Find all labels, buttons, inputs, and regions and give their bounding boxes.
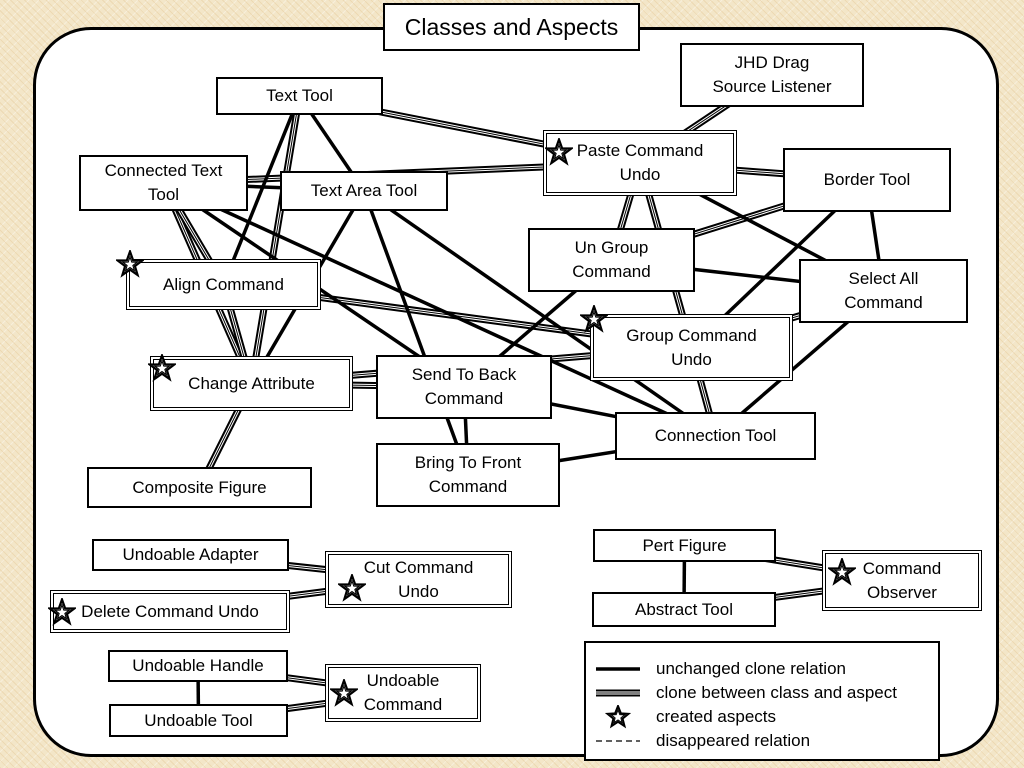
star-icon [46,596,78,626]
unchanged-clone-line [162,181,717,438]
unchanged-clone-line [362,189,717,438]
node-bring-front-cmd: Bring To Front Command [376,443,560,507]
legend-solid-line [594,657,642,681]
node-label: Un Group Command [572,238,651,281]
node-abstract-tool: Abstract Tool [592,592,776,627]
legend-row-unchanged-clone: unchanged clone relation [594,657,934,681]
node-paste-cmd: Paste Command Undo [543,130,737,196]
node-label: Pert Figure [642,535,727,555]
unchanged-clone-line [221,95,302,286]
node-select-all-cmd: Select All Command [799,259,968,323]
legend-dashed-line [594,729,642,753]
node-label: Text Area Tool [310,181,418,200]
legend-label: unchanged clone relation [656,659,846,678]
legend-label: clone between class and aspect [656,683,897,702]
node-label: Undoable Tool [144,710,253,730]
node-text-area-tool: Text Area Tool [280,171,448,211]
legend: unchanged clone relation clone between c… [584,641,940,761]
diagram-title: Classes and Aspects [383,3,640,51]
node-send-back-cmd: Send To Back Command [376,355,552,419]
node-label: Change Attribute [188,373,315,393]
legend-label: disappeared relation [656,731,811,750]
node-composite-figure: Composite Figure [87,467,312,508]
node-label: Command Observer [862,558,942,602]
node-label: Paste Command Undo [576,141,704,184]
node-align-cmd: Align Command [126,259,321,310]
node-border-tool: Border Tool [783,148,951,212]
node-ungroup-cmd: Un Group Command [528,228,695,292]
star-icon [336,572,368,602]
node-undoable-adapter: Undoable Adapter [92,539,289,571]
node-label: Undoable Handle [132,656,264,675]
star-icon [594,703,642,729]
node-label: Undoable Adapter [122,545,259,564]
star-icon [114,248,146,278]
node-label: Delete Command Undo [81,601,259,621]
node-jhd-drag: JHD Drag Source Listener [680,43,864,107]
node-undoable-tool: Undoable Tool [109,704,288,737]
star-icon [543,136,575,166]
node-label: Group Command Undo [626,325,757,369]
node-label: Send To Back Command [411,365,517,408]
node-label: Bring To Front Command [414,453,522,496]
node-label: Align Command [163,274,284,294]
node-connected-text-tool: Connected Text Tool [79,155,248,211]
node-label: JHD Drag Source Listener [712,53,832,96]
star-icon [146,352,178,382]
legend-double-line [594,681,642,705]
node-pert-figure: Pert Figure [593,529,776,562]
legend-row-disappeared-relation: disappeared relation [594,729,934,753]
clone-class-aspect-line-core [251,95,300,384]
node-label: Border Tool [823,170,911,189]
node-group-cmd-undo: Group Command Undo [590,314,793,381]
node-label: Abstract Tool [635,599,733,619]
node-label: Text Tool [266,86,333,105]
node-label: Select All Command [844,269,923,312]
node-label: Connected Text Tool [104,161,223,204]
node-change-attr: Change Attribute [150,356,353,411]
node-label: Undoable Command [363,671,443,714]
legend-label: created aspects [656,707,777,726]
node-label: Connection Tool [654,426,777,445]
node-undoable-handle: Undoable Handle [108,650,288,682]
node-connection-tool: Connection Tool [615,412,816,460]
legend-row-clone-class-aspect: clone between class and aspect [594,681,934,705]
star-icon [328,677,360,707]
node-label: Cut Command Undo [363,557,474,601]
node-cut-cmd-undo: Cut Command Undo [325,551,512,608]
node-delete-cmd-undo: Delete Command Undo [50,590,290,633]
unchanged-clone-line [362,190,470,476]
node-text-tool: Text Tool [216,77,383,115]
node-label: Composite Figure [132,477,267,497]
star-icon [826,556,858,586]
star-icon [578,303,610,333]
legend-row-created-aspects: created aspects [594,703,934,729]
